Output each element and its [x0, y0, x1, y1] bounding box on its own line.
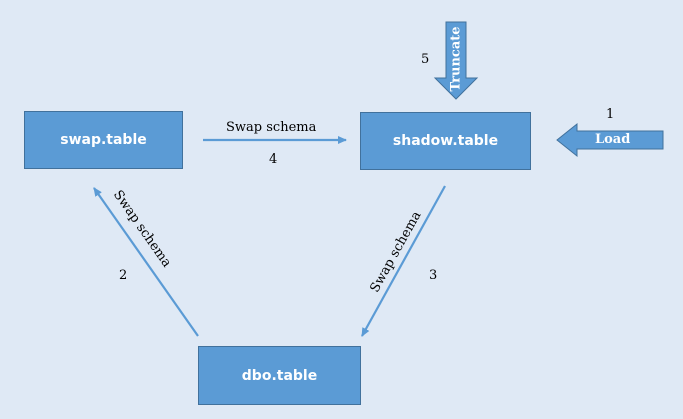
dbo-to-swap-label: Swap schema: [109, 187, 175, 271]
swap-to-shadow-label: Swap schema: [226, 120, 317, 135]
load-label: Load: [595, 132, 631, 147]
dbo-table-box: dbo.table: [198, 346, 361, 405]
step-3-number: 3: [429, 268, 438, 283]
swap-table-label: swap.table: [60, 132, 147, 148]
arrow-shadow-to-dbo: [361, 185, 446, 337]
shadow-to-dbo-label: Swap schema: [367, 208, 425, 296]
dbo-table-label: dbo.table: [241, 367, 318, 384]
shadow-table-label: shadow.table: [392, 133, 499, 149]
step-4-number: 4: [269, 152, 278, 167]
truncate-label: Truncate: [448, 26, 464, 92]
arrow-dbo-to-swap: [93, 187, 199, 337]
step-1-number: 1: [606, 107, 615, 122]
shadow-table-box: shadow.table: [360, 112, 531, 170]
step-5-number: 5: [421, 52, 430, 67]
swap-table-box: swap.table: [24, 111, 183, 169]
step-2-number: 2: [119, 268, 128, 283]
